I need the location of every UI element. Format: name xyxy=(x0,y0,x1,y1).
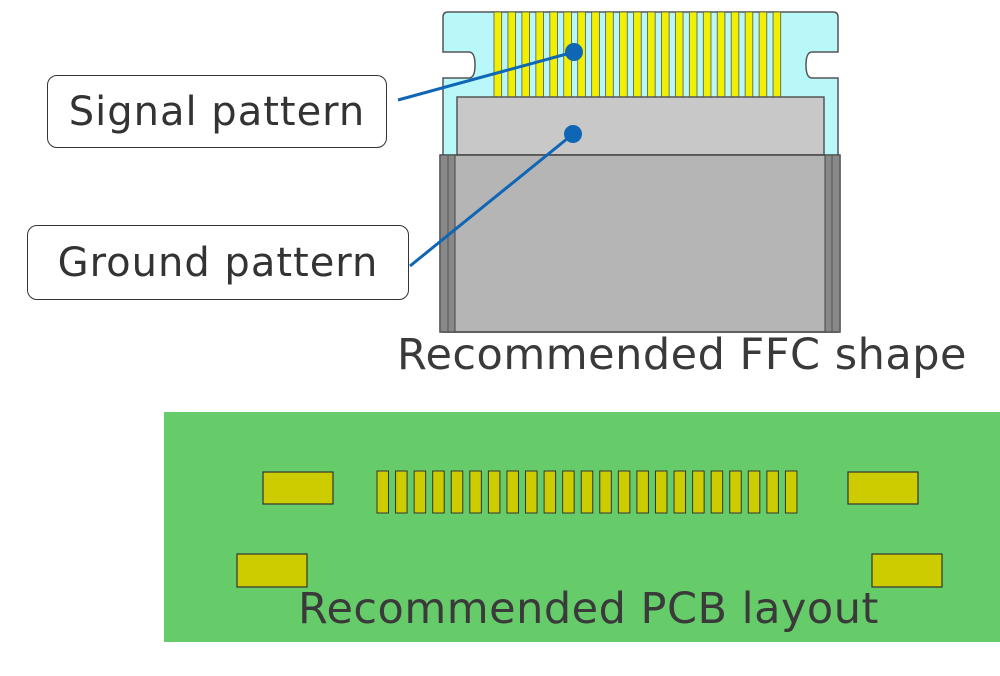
pcb-mount-pad-lower-right xyxy=(871,553,943,588)
ffc-shape-caption: Recommended FFC shape xyxy=(397,330,967,380)
ground-pattern xyxy=(456,96,825,156)
pcb-signal-pad xyxy=(692,470,705,514)
signal-trace xyxy=(633,11,642,98)
pcb-signal-pad xyxy=(525,470,538,514)
pcb-signal-pad xyxy=(506,470,519,514)
pcb-mount-pad-upper-left xyxy=(262,471,334,505)
pcb-signal-pad xyxy=(654,470,668,514)
pcb-signal-pad xyxy=(450,470,464,514)
pcb-signal-pad xyxy=(580,470,594,514)
signal-trace xyxy=(535,11,544,98)
pcb-board xyxy=(164,412,1000,642)
pcb-signal-pad xyxy=(487,470,501,514)
signal-trace xyxy=(521,11,530,98)
signal-trace xyxy=(674,11,684,98)
signal-pattern xyxy=(493,11,782,98)
pcb-signal-pad xyxy=(617,470,631,514)
signal-trace xyxy=(688,11,698,98)
pcb-signal-pad xyxy=(599,470,612,514)
signal-leader-dot xyxy=(565,43,583,61)
signal-trace xyxy=(772,11,782,98)
signal-trace xyxy=(493,11,503,98)
ground-pattern-callout: Ground pattern xyxy=(27,225,409,300)
signal-trace xyxy=(744,11,754,98)
stiffener xyxy=(439,154,841,333)
ground-leader-line xyxy=(409,132,574,268)
signal-trace xyxy=(758,11,768,98)
signal-pattern-callout: Signal pattern xyxy=(47,75,387,148)
signal-trace xyxy=(730,11,740,98)
pcb-signal-pad xyxy=(784,470,798,514)
pcb-signal-pad xyxy=(673,470,687,514)
pcb-signal-pad xyxy=(432,470,445,514)
signal-trace xyxy=(507,11,517,98)
signal-trace xyxy=(619,11,628,98)
signal-trace xyxy=(702,11,712,98)
pcb-signal-pad xyxy=(543,470,557,514)
pcb-layout-caption: Recommended PCB layout xyxy=(298,584,879,634)
pcb-mount-pad-lower-left xyxy=(236,553,308,588)
signal-leader-line xyxy=(397,50,575,102)
pcb-signal-pad xyxy=(562,470,575,514)
pcb-mount-pad-upper-right xyxy=(847,471,919,505)
ground-leader-dot xyxy=(564,125,582,143)
signal-trace xyxy=(661,11,670,98)
pcb-signal-pad xyxy=(469,470,482,514)
pcb-signal-pad xyxy=(395,470,408,514)
pcb-signal-pad xyxy=(710,470,724,514)
pcb-signal-pad xyxy=(413,470,427,514)
signal-trace xyxy=(716,11,726,98)
pcb-signal-pad xyxy=(376,470,390,514)
pcb-signal-pad xyxy=(766,470,779,514)
pcb-signal-pad xyxy=(636,470,649,514)
pcb-signal-pad xyxy=(747,470,761,514)
signal-trace xyxy=(591,11,600,98)
signal-trace xyxy=(647,11,656,98)
signal-trace xyxy=(605,11,614,98)
pcb-signal-pad xyxy=(729,470,742,514)
pcb-signal-pads xyxy=(376,470,798,514)
signal-trace xyxy=(549,11,558,98)
